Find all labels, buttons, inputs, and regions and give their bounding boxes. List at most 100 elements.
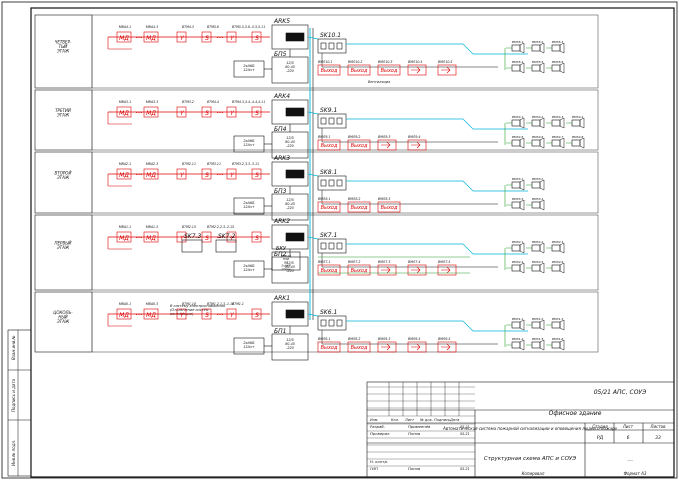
power-spec: 80-45 xyxy=(285,265,295,269)
floor-zone xyxy=(91,14,599,89)
floor-label: НЫЙ xyxy=(58,315,67,320)
speaker-icon xyxy=(539,179,545,191)
floor-label: ТРЕТИЙ xyxy=(55,108,71,113)
sounder xyxy=(551,244,561,252)
trunk-branch xyxy=(307,111,319,115)
device-tag: ВТМ1.2,1.3..1.18 xyxy=(207,302,234,306)
device-tag: ВТМ4.3,4.4..4.4,4.11 xyxy=(232,100,265,104)
output-tag: ВМЛ6.2 xyxy=(348,337,360,341)
output-tag: ВМЛ8.1 xyxy=(318,197,330,201)
detector xyxy=(226,31,237,43)
side-stamp xyxy=(7,329,32,477)
device-tag: МВА3.3 xyxy=(146,100,158,104)
sounder-tag: ВМЗ4.4 xyxy=(572,115,583,119)
sheet-title: Структурная схема АПС и СОУЭ xyxy=(484,456,576,462)
sk-terminal xyxy=(336,179,343,187)
detector-symbol: Y xyxy=(230,110,235,117)
floor-label-box xyxy=(34,214,93,291)
sounder-tag: ВМЗ2.5 xyxy=(532,260,543,264)
detector-symbol: Y xyxy=(180,110,185,117)
ark-label: ARK1 xyxy=(273,295,290,302)
sounder xyxy=(531,201,541,209)
direction-sign xyxy=(437,64,457,76)
bus-dots: ••• xyxy=(216,312,223,317)
battery-label: 2хАКБ xyxy=(243,264,255,268)
exit-sign xyxy=(377,64,401,76)
direction-sign xyxy=(407,264,427,276)
output-tag: ВМЛ8.3 xyxy=(378,197,390,201)
exit-sign xyxy=(317,341,341,353)
sk-terminal xyxy=(320,242,327,250)
exit-sign xyxy=(317,201,341,213)
bus-dots: ••• xyxy=(216,172,223,177)
sk-terminal xyxy=(320,179,327,187)
detector xyxy=(201,168,212,180)
device-tag: МВА3.1 xyxy=(119,100,131,104)
device-tag: ВТМ4.3 xyxy=(182,25,194,29)
speaker-icon xyxy=(579,137,585,149)
output-tag: ВМЛ9.1 xyxy=(318,135,330,139)
copied-label: Копировал xyxy=(522,471,545,476)
exit-label: Выход xyxy=(321,143,338,149)
arrow-icon xyxy=(411,66,421,74)
floor-label: ТЫЙ xyxy=(59,44,68,49)
sheet-header: Лист xyxy=(622,424,634,429)
sk-terminal xyxy=(320,319,327,327)
sounder xyxy=(511,44,521,52)
sounder-tag: ВМЗ4.1 xyxy=(512,115,523,119)
detector xyxy=(176,106,187,118)
sk-label: SK7.1 xyxy=(320,232,337,239)
direction-sign xyxy=(437,341,457,353)
floor-4: ПЕРВЫЙЭТАЖМДМВА1.1МДМВА1.3•••YВТМ2.15SВТ… xyxy=(34,214,599,316)
speaker-icon xyxy=(559,62,565,74)
floor-zone xyxy=(91,151,599,214)
speaker-icon xyxy=(559,339,565,351)
sounder-tag: ВМЗ4.6 xyxy=(532,135,543,139)
detector-symbol: Y xyxy=(180,172,185,179)
sounder xyxy=(531,341,541,349)
md-label: МД xyxy=(119,235,129,242)
sk-terminal xyxy=(336,242,343,250)
speaker-icon xyxy=(519,339,525,351)
speaker-icon xyxy=(539,319,545,331)
sounder-tag: ВМЗ5.2 xyxy=(532,40,543,44)
arrow-icon xyxy=(411,141,421,149)
bus-dots: ••• xyxy=(135,312,142,317)
output-tag: ВМЛ8.2 xyxy=(348,197,360,201)
detector xyxy=(251,168,262,180)
direction-sign xyxy=(377,139,397,151)
ark-label: ARK3 xyxy=(273,155,290,162)
exit-sign xyxy=(317,139,341,151)
device-tag: МВА4.3 xyxy=(146,25,158,29)
sounder xyxy=(511,244,521,252)
sounder xyxy=(551,44,561,52)
md-module xyxy=(143,308,159,320)
tb-col-header: Подпись xyxy=(434,418,450,422)
md-label: МД xyxy=(119,35,129,42)
direction-sign xyxy=(407,341,427,353)
device-tag: МВА0.3 xyxy=(146,302,158,306)
detector-symbol: Y xyxy=(230,235,235,242)
speaker-icon xyxy=(539,339,545,351)
detector-symbol: Y xyxy=(230,312,235,319)
battery-label: 12Ач+ xyxy=(243,68,255,72)
sounder-tag: ВМЗ4.5 xyxy=(512,135,523,139)
sk-terminal xyxy=(328,117,335,125)
power-spec: 12/5 xyxy=(286,261,294,265)
device-tag: МВА1.1 xyxy=(119,225,131,229)
speaker-icon xyxy=(519,179,525,191)
power-spec: 12/5 xyxy=(286,198,294,202)
speaker-icon xyxy=(539,242,545,254)
speaker-icon xyxy=(519,137,525,149)
sk-terminal xyxy=(328,319,335,327)
md-module xyxy=(143,168,159,180)
ark-label: ARK4 xyxy=(273,93,290,100)
sounder-tag: ВМЗ3.2 xyxy=(532,177,543,181)
sounder xyxy=(571,119,581,127)
battery-label: 2хАКБ xyxy=(243,64,255,68)
date: 05.21 xyxy=(460,467,470,471)
title-block xyxy=(366,381,675,478)
output-tag: ВМЛ6.5 xyxy=(438,337,450,341)
arrow-icon xyxy=(441,66,451,74)
floor-5: ЦОКОЛЬ-НЫЙЭТАЖМДМВА0.1МДМВА0.3•••YВТМ1.1… xyxy=(34,291,599,361)
